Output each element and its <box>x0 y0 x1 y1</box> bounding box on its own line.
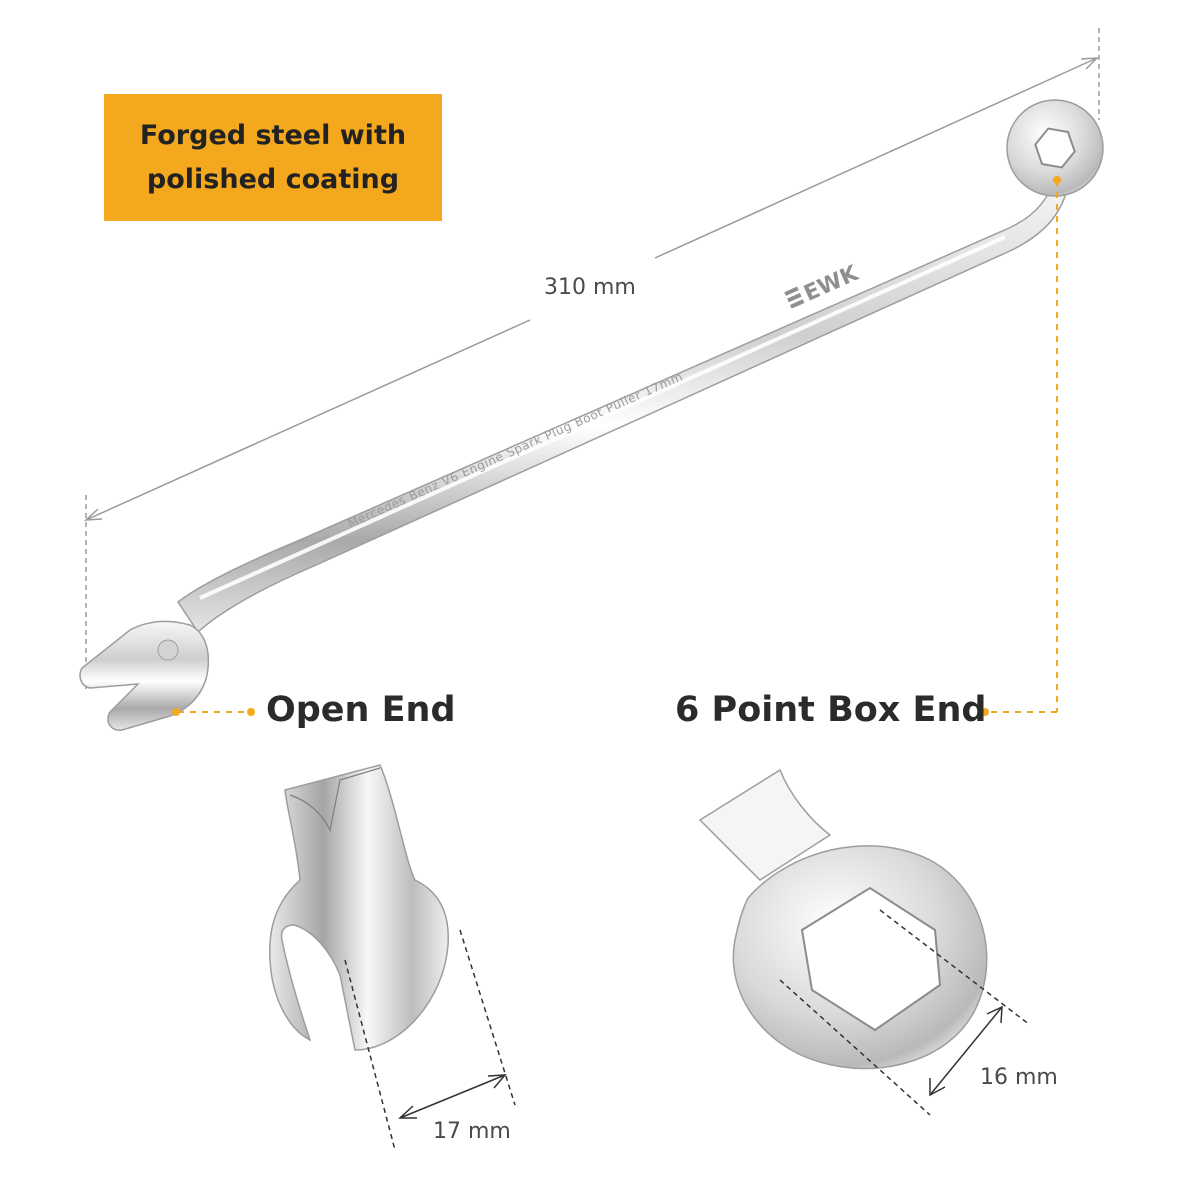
callout-dot-open <box>172 708 180 716</box>
wrench-open-end <box>79 620 210 731</box>
callout-dot-box-label <box>981 708 989 716</box>
engraving-text: Mercedes Benz V6 Engine Spark Plug Boot … <box>346 369 686 530</box>
badge-line-2: polished coating <box>146 163 400 195</box>
open-end-dimension <box>344 929 516 1151</box>
open-width-label: 17 mm <box>433 1119 511 1144</box>
box-width-label: 16 mm <box>980 1065 1058 1090</box>
length-dimension <box>83 28 1100 690</box>
box-end-label: 6 Point Box End <box>675 690 987 730</box>
box-end-dimension <box>779 909 1031 1116</box>
open-end-closeup <box>269 764 449 1051</box>
wrench-box-end <box>1006 99 1104 197</box>
callout-dot-box <box>1053 176 1061 184</box>
callout-dot-open-label <box>247 708 255 716</box>
box-end-closeup <box>698 768 988 1070</box>
material-badge: Forged steel with polished coating <box>104 94 442 221</box>
badge-line-1: Forged steel with <box>139 119 407 151</box>
length-label: 310 mm <box>544 275 636 300</box>
open-end-label: Open End <box>266 690 456 730</box>
callout-lines <box>178 180 1058 713</box>
